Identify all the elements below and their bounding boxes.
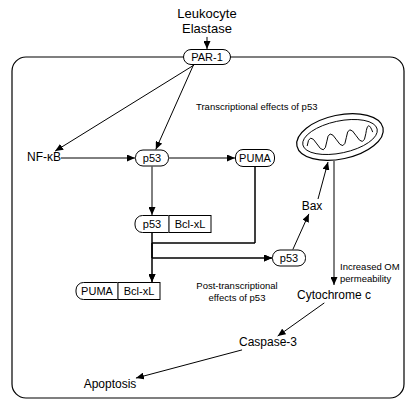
complex-part-box: Bcl-xL [169,215,212,233]
complex-part-box: p53 [135,215,170,233]
protein-text: Bax [302,200,323,214]
mitochondrion-cristae [306,125,374,153]
protein-box: p53 [272,250,306,267]
connector-group [55,37,324,378]
node-text: p53 [280,252,298,265]
arrow-connector [278,303,325,336]
node-text: PAR-1 [191,51,223,64]
arrow-connector [152,167,272,258]
molecule-text: Cytochrome c [297,289,371,303]
pathway-note: Transcriptional effects of p53 [196,101,346,113]
node-text: PUMA [81,285,113,298]
node-text: Bcl-xL [124,285,155,298]
node-text: p53 [143,218,161,231]
node-text: Cytochrome c [297,289,371,303]
arrow-connector [207,37,208,49]
arrow-connector [152,233,272,258]
protein-box: p53 [135,150,169,167]
node-text: NF-κB [27,151,61,165]
outcome-text: Apoptosis [84,378,137,392]
arrow-connector [156,65,194,150]
node-text: p53 [143,152,161,165]
node-text: Bax [302,200,323,214]
receptor-box: PAR-1 [183,49,231,65]
node-text: Leukocyte Elastase [162,7,252,37]
mitochondrion-outer [292,106,387,167]
node-text: Bcl-xL [175,218,206,231]
process-note: Increased OM permeability [340,261,408,285]
arrow-connector [55,65,194,151]
node-text: PUMA [239,152,271,165]
arrow-connector [61,158,135,159]
arrow-connector [293,214,309,250]
arrow-connector [152,167,153,216]
pathway-note: Post-transcriptional effects of p53 [188,280,286,304]
protein-box: PUMA [235,149,275,167]
cell-membrane [12,57,404,398]
mitochondrion-inner [300,113,381,160]
mitochondrion [292,106,387,167]
stimulus-text: Leukocyte Elastase [162,7,252,37]
factor-text: NF-κB [27,151,61,165]
mitochondrion-release-arrow [334,161,335,285]
bax-to-mitochondrion-arrow [318,162,328,199]
enzyme-text: Caspase-3 [239,336,297,350]
complex-part-box: PUMA [76,282,119,300]
node-text: Apoptosis [84,378,137,392]
arrow-connector [136,350,242,378]
node-text: Caspase-3 [239,336,297,350]
complex-part-box: Bcl-xL [118,282,161,300]
arrow-connector [169,158,235,159]
